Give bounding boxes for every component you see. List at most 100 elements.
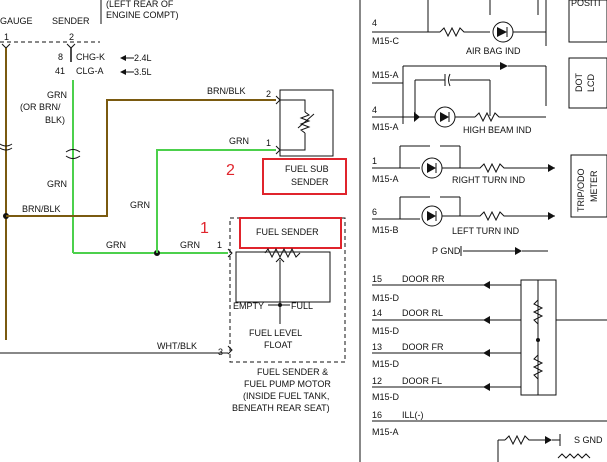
grn-sub-wire [156, 149, 276, 253]
fuel-sender-chevron [227, 248, 233, 258]
pump-note-1: FUEL SENDER & [257, 367, 328, 377]
door-fl-conn: M15-D [372, 392, 400, 402]
grn-label-left: GRN [47, 90, 67, 100]
chg-label: CHG-K [76, 52, 105, 62]
fuel-sender-highlight [239, 217, 342, 249]
fuel-sender-title: FUEL SENDER [256, 227, 319, 237]
airbag-pin: 4 [372, 18, 377, 28]
chg-pin: 8 [58, 52, 63, 62]
clg-value: 3.5L [134, 67, 152, 77]
wht-pin: 3 [218, 347, 223, 357]
trip-odo-box [570, 154, 607, 218]
door-rl-label: DOOR RL [402, 308, 443, 318]
pump-note-3: (INSIDE FUEL TANK, [243, 391, 329, 401]
lt-pin: 6 [372, 207, 377, 217]
wht-chevron [227, 345, 233, 355]
rt-conn: M15-A [372, 174, 399, 184]
grn-alt-line1: (OR BRN/ [20, 102, 61, 112]
airbag-label: AIR BAG IND [466, 46, 521, 56]
door-rl-conn: M15-D [372, 326, 400, 336]
meter-label: METER [589, 170, 599, 202]
sub-sender-line2: SENDER [291, 177, 329, 187]
door-fl-label: DOOR FL [402, 376, 442, 386]
clg-arrow [120, 69, 126, 75]
p-gnd-row: P GND [432, 246, 548, 256]
gauge-label: GAUGE [0, 16, 33, 26]
door-rl-row: 14 DOOR RL M15-D [372, 308, 521, 336]
high-beam-row: 4 M15-A HIGH BEAM IND [372, 105, 546, 135]
hb-pin: 4 [372, 105, 377, 115]
s-gnd-label: S GND [574, 435, 603, 445]
positi-box [568, 0, 607, 43]
note-line2: ENGINE COMPT) [106, 10, 179, 20]
connector-chevrons [1, 43, 76, 49]
door-fr-conn: M15-D [372, 359, 400, 369]
positi-label: POSITI [571, 0, 601, 8]
pin-2-label: 2 [69, 32, 74, 42]
sender-label: SENDER [52, 16, 90, 26]
rt-pin: 1 [372, 156, 377, 166]
door-rr-label: DOOR RR [402, 274, 445, 284]
float-pivot [278, 303, 282, 307]
fuel-sender-pin: 1 [217, 240, 222, 250]
s-gnd-row: S GND [497, 434, 603, 462]
brn-blk-wire [6, 99, 276, 217]
float-line2: FLOAT [264, 340, 293, 350]
float-line1: FUEL LEVEL [249, 328, 302, 338]
left-turn-row: 6 M15-B LEFT TURN IND [372, 196, 555, 236]
door-fl-pin: 12 [372, 376, 382, 386]
grn-label-mid: GRN [130, 200, 150, 210]
dot-lcd-box [568, 57, 607, 109]
pump-note-4: BENEATH REAR SEAT) [232, 403, 330, 413]
sub-sender-highlight [262, 158, 347, 195]
door-fl-row: 12 DOOR FL M15-D [372, 376, 521, 402]
sub-pin-2: 2 [266, 89, 271, 99]
lt-conn: M15-B [372, 225, 399, 235]
lt-label: LEFT TURN IND [452, 226, 520, 236]
fuel-sender-resistor [235, 247, 331, 324]
full-label: FULL [291, 301, 313, 311]
note-line1: (LEFT REAR OF [106, 0, 174, 9]
center-wire-break [65, 149, 81, 159]
left-wire-break [0, 143, 13, 151]
grn-label-left2: GRN [47, 179, 67, 189]
sub-pin-1: 1 [266, 138, 271, 148]
chg-value: 2.4L [134, 53, 152, 63]
hb-conn: M15-A [372, 122, 399, 132]
empty-label: EMPTY [233, 301, 264, 311]
airbag-conn: M15-C [372, 36, 400, 46]
wht-blk-label: WHT/BLK [157, 341, 197, 351]
ill-label: ILL(-) [402, 410, 424, 420]
ill-row: 16 ILL(-) M15-A [372, 410, 607, 437]
pin-1-label: 1 [4, 32, 9, 42]
door-block [520, 279, 607, 396]
door-rr-row: 15 DOOR RR M15-D [372, 274, 521, 303]
callout-1: 1 [200, 220, 209, 237]
sub-sender-line1: FUEL SUB [285, 164, 329, 174]
grn-label-sub: GRN [229, 136, 249, 146]
clg-pin: 41 [55, 66, 65, 76]
right-turn-row: 1 M15-A RIGHT TURN IND [372, 145, 555, 185]
callout-2: 2 [226, 162, 235, 179]
ma-capacitor-row: M15-A [372, 62, 547, 124]
grn-alt-line2: BLK) [45, 115, 65, 125]
air-bag-row: 4 M15-C AIR BAG IND [372, 0, 547, 56]
hb-label: HIGH BEAM IND [463, 125, 532, 135]
door-fr-row: 13 DOOR FR M15-D [372, 342, 521, 369]
door-fr-pin: 13 [372, 342, 382, 352]
chg-arrow [120, 55, 126, 61]
door-rr-conn: M15-D [372, 293, 400, 303]
door-fr-label: DOOR FR [402, 342, 444, 352]
fuel-sub-sender: 2 1 [266, 89, 334, 157]
ill-pin: 16 [372, 410, 382, 420]
grn-label-bottom-left: GRN [106, 240, 126, 250]
lcd-label: LCD [586, 73, 596, 92]
pump-note-2: FUEL PUMP MOTOR [244, 379, 331, 389]
dot-label: DOT [574, 73, 584, 93]
grn-label-bottom-right: GRN [180, 240, 200, 250]
ma-conn: M15-A [372, 70, 399, 80]
pgnd-label: P GND [432, 246, 461, 256]
brn-blk-label-left: BRN/BLK [22, 204, 61, 214]
door-rr-pin: 15 [372, 274, 382, 284]
